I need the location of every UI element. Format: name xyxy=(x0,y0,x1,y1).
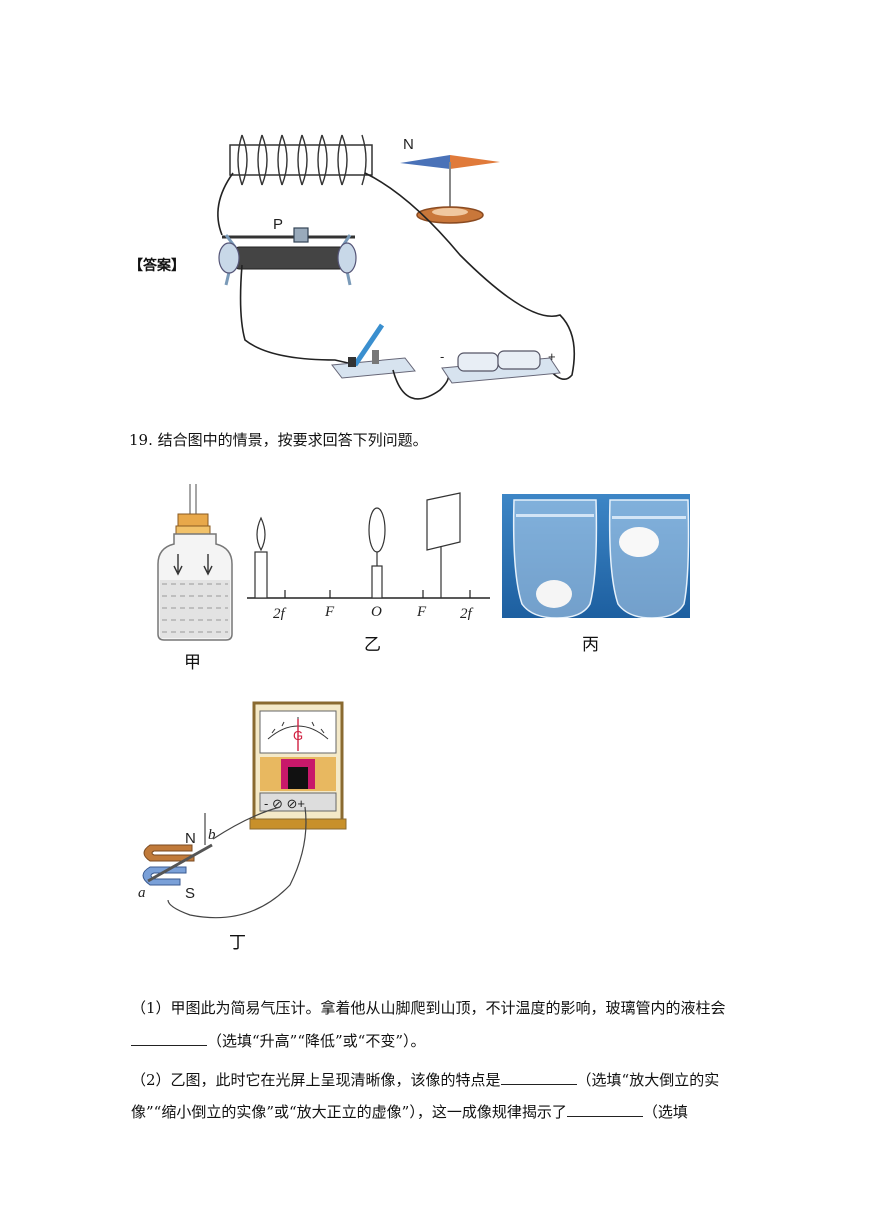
circuit-figure: N P - + xyxy=(217,134,576,400)
rheostat-slider xyxy=(293,227,309,243)
caption-bing: 丙 xyxy=(582,635,599,655)
label-S: S xyxy=(185,885,195,902)
part1-line2-text: （选填“升高”“降低”或“不变”）。 xyxy=(207,1032,426,1050)
convex-lens xyxy=(368,507,386,553)
label-N: N xyxy=(185,830,196,847)
blank-3[interactable] xyxy=(566,1102,643,1117)
rheostat-coil xyxy=(234,246,346,270)
north-label: N xyxy=(403,136,414,153)
figure-yi: 2f F O F 2f xyxy=(247,492,490,620)
flame xyxy=(256,516,266,552)
figure-jia xyxy=(157,484,233,641)
egg-sunk xyxy=(536,580,572,608)
compass-needle-orange xyxy=(450,155,500,169)
label-a: a xyxy=(138,885,146,901)
part2-line2: 像”“缩小倒立的实像”或“放大正立的虚像”），这一成像规律揭示了 （选填 xyxy=(131,1102,688,1122)
figure-ding: G - ⊘ ⊘+ N S a b xyxy=(138,701,347,919)
part2-line2-before: 像”“缩小倒立的实像”或“放大正立的虚像”），这一成像规律揭示了 xyxy=(131,1103,567,1121)
answer-label: 【答案】 xyxy=(129,258,185,274)
axis-label-2f-right: 2f xyxy=(460,606,474,620)
conductor-ab xyxy=(147,843,213,883)
solenoid-coil xyxy=(237,134,367,186)
figure-bing-photo xyxy=(502,494,690,618)
candle xyxy=(254,551,268,599)
part2-line2-after: （选填 xyxy=(642,1103,688,1121)
solenoid-core xyxy=(229,144,373,176)
axis-label-O: O xyxy=(371,604,382,620)
axis-label-F-left: F xyxy=(324,604,335,620)
blank-2[interactable] xyxy=(500,1070,577,1085)
svg-text:- ⊘ ⊘+: - ⊘ ⊘+ xyxy=(264,796,305,811)
light-screen xyxy=(426,492,461,551)
slider-p-label: P xyxy=(273,216,283,233)
part2-line1-before: （2）乙图，此时它在光屏上呈现清晰像，该像的特点是 xyxy=(131,1071,501,1089)
part2-line1-after: （选填“放大倒立的实 xyxy=(576,1071,720,1089)
switch-lever xyxy=(352,323,385,367)
battery-minus: - xyxy=(440,349,444,364)
label-b: b xyxy=(208,827,216,843)
part1-line1: （1）甲图此为简易气压计。拿着他从山脚爬到山顶，不计温度的影响，玻璃管内的液柱会 xyxy=(131,999,726,1017)
egg-floating xyxy=(619,527,659,557)
question-19-heading: 19. 结合图中的情景，按要求回答下列问题。 xyxy=(129,431,428,449)
part1-line2: （选填“升高”“降低”或“不变”）。 xyxy=(131,1031,426,1051)
part2-line1: （2）乙图，此时它在光屏上呈现清晰像，该像的特点是 （选填“放大倒立的实 xyxy=(131,1070,719,1090)
caption-yi: 乙 xyxy=(364,635,381,655)
axis-label-2f-left: 2f xyxy=(273,606,287,620)
galvanometer-g-label: G xyxy=(293,728,303,743)
axis-label-F-right: F xyxy=(416,604,427,620)
battery-plus: + xyxy=(548,349,556,364)
compass-needle-blue xyxy=(400,155,450,169)
caption-jia: 甲 xyxy=(184,653,201,673)
caption-ding: 丁 xyxy=(229,933,246,953)
blank-1[interactable] xyxy=(131,1031,207,1046)
